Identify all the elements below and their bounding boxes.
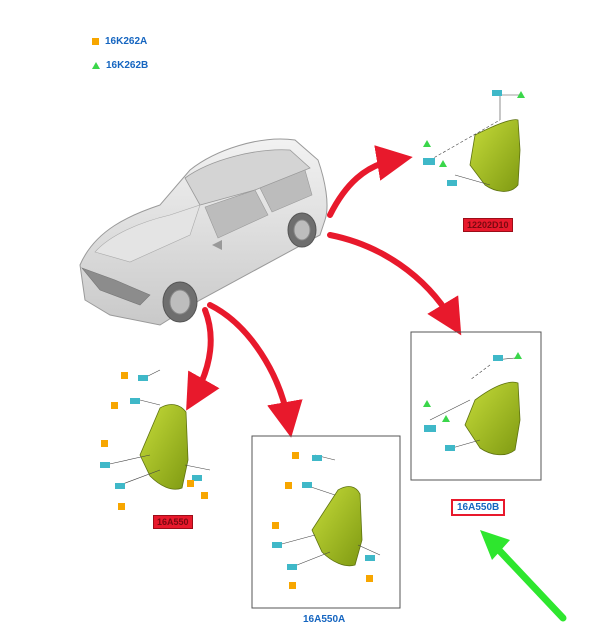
mudflap-assembly-front-right [272, 452, 381, 589]
arrow-to-front-left [186, 307, 220, 411]
legend-item-triangle: 16K262B [92, 60, 148, 71]
legend-code: 16K262A [105, 36, 148, 47]
green-pointer-arrow [480, 530, 567, 622]
mudflap-assembly-front-left [100, 369, 211, 510]
arrow-to-rear-upper [327, 145, 413, 218]
part-label-rear-upper: 12202D10 [463, 218, 513, 232]
triangle-marker-icon [92, 62, 100, 69]
mudflap-assembly-rear-right [423, 352, 522, 456]
arrow-to-front-right [207, 302, 303, 438]
mudflap-assembly-rear-upper [423, 90, 525, 192]
square-marker-icon [92, 38, 99, 45]
part-label-rear-right[interactable]: 16A550B [451, 499, 506, 516]
red-arrows [186, 145, 462, 438]
box-rear-right [410, 331, 542, 481]
part-label-front-left: 16A550 [153, 515, 193, 529]
car-illustration [79, 138, 328, 326]
arrow-to-rear-right [327, 232, 462, 336]
box-front-right [251, 435, 401, 609]
part-label-front-right: 16A550A [303, 614, 346, 625]
legend-item-square: 16K262A [92, 36, 147, 47]
legend-code: 16K262B [106, 60, 149, 71]
